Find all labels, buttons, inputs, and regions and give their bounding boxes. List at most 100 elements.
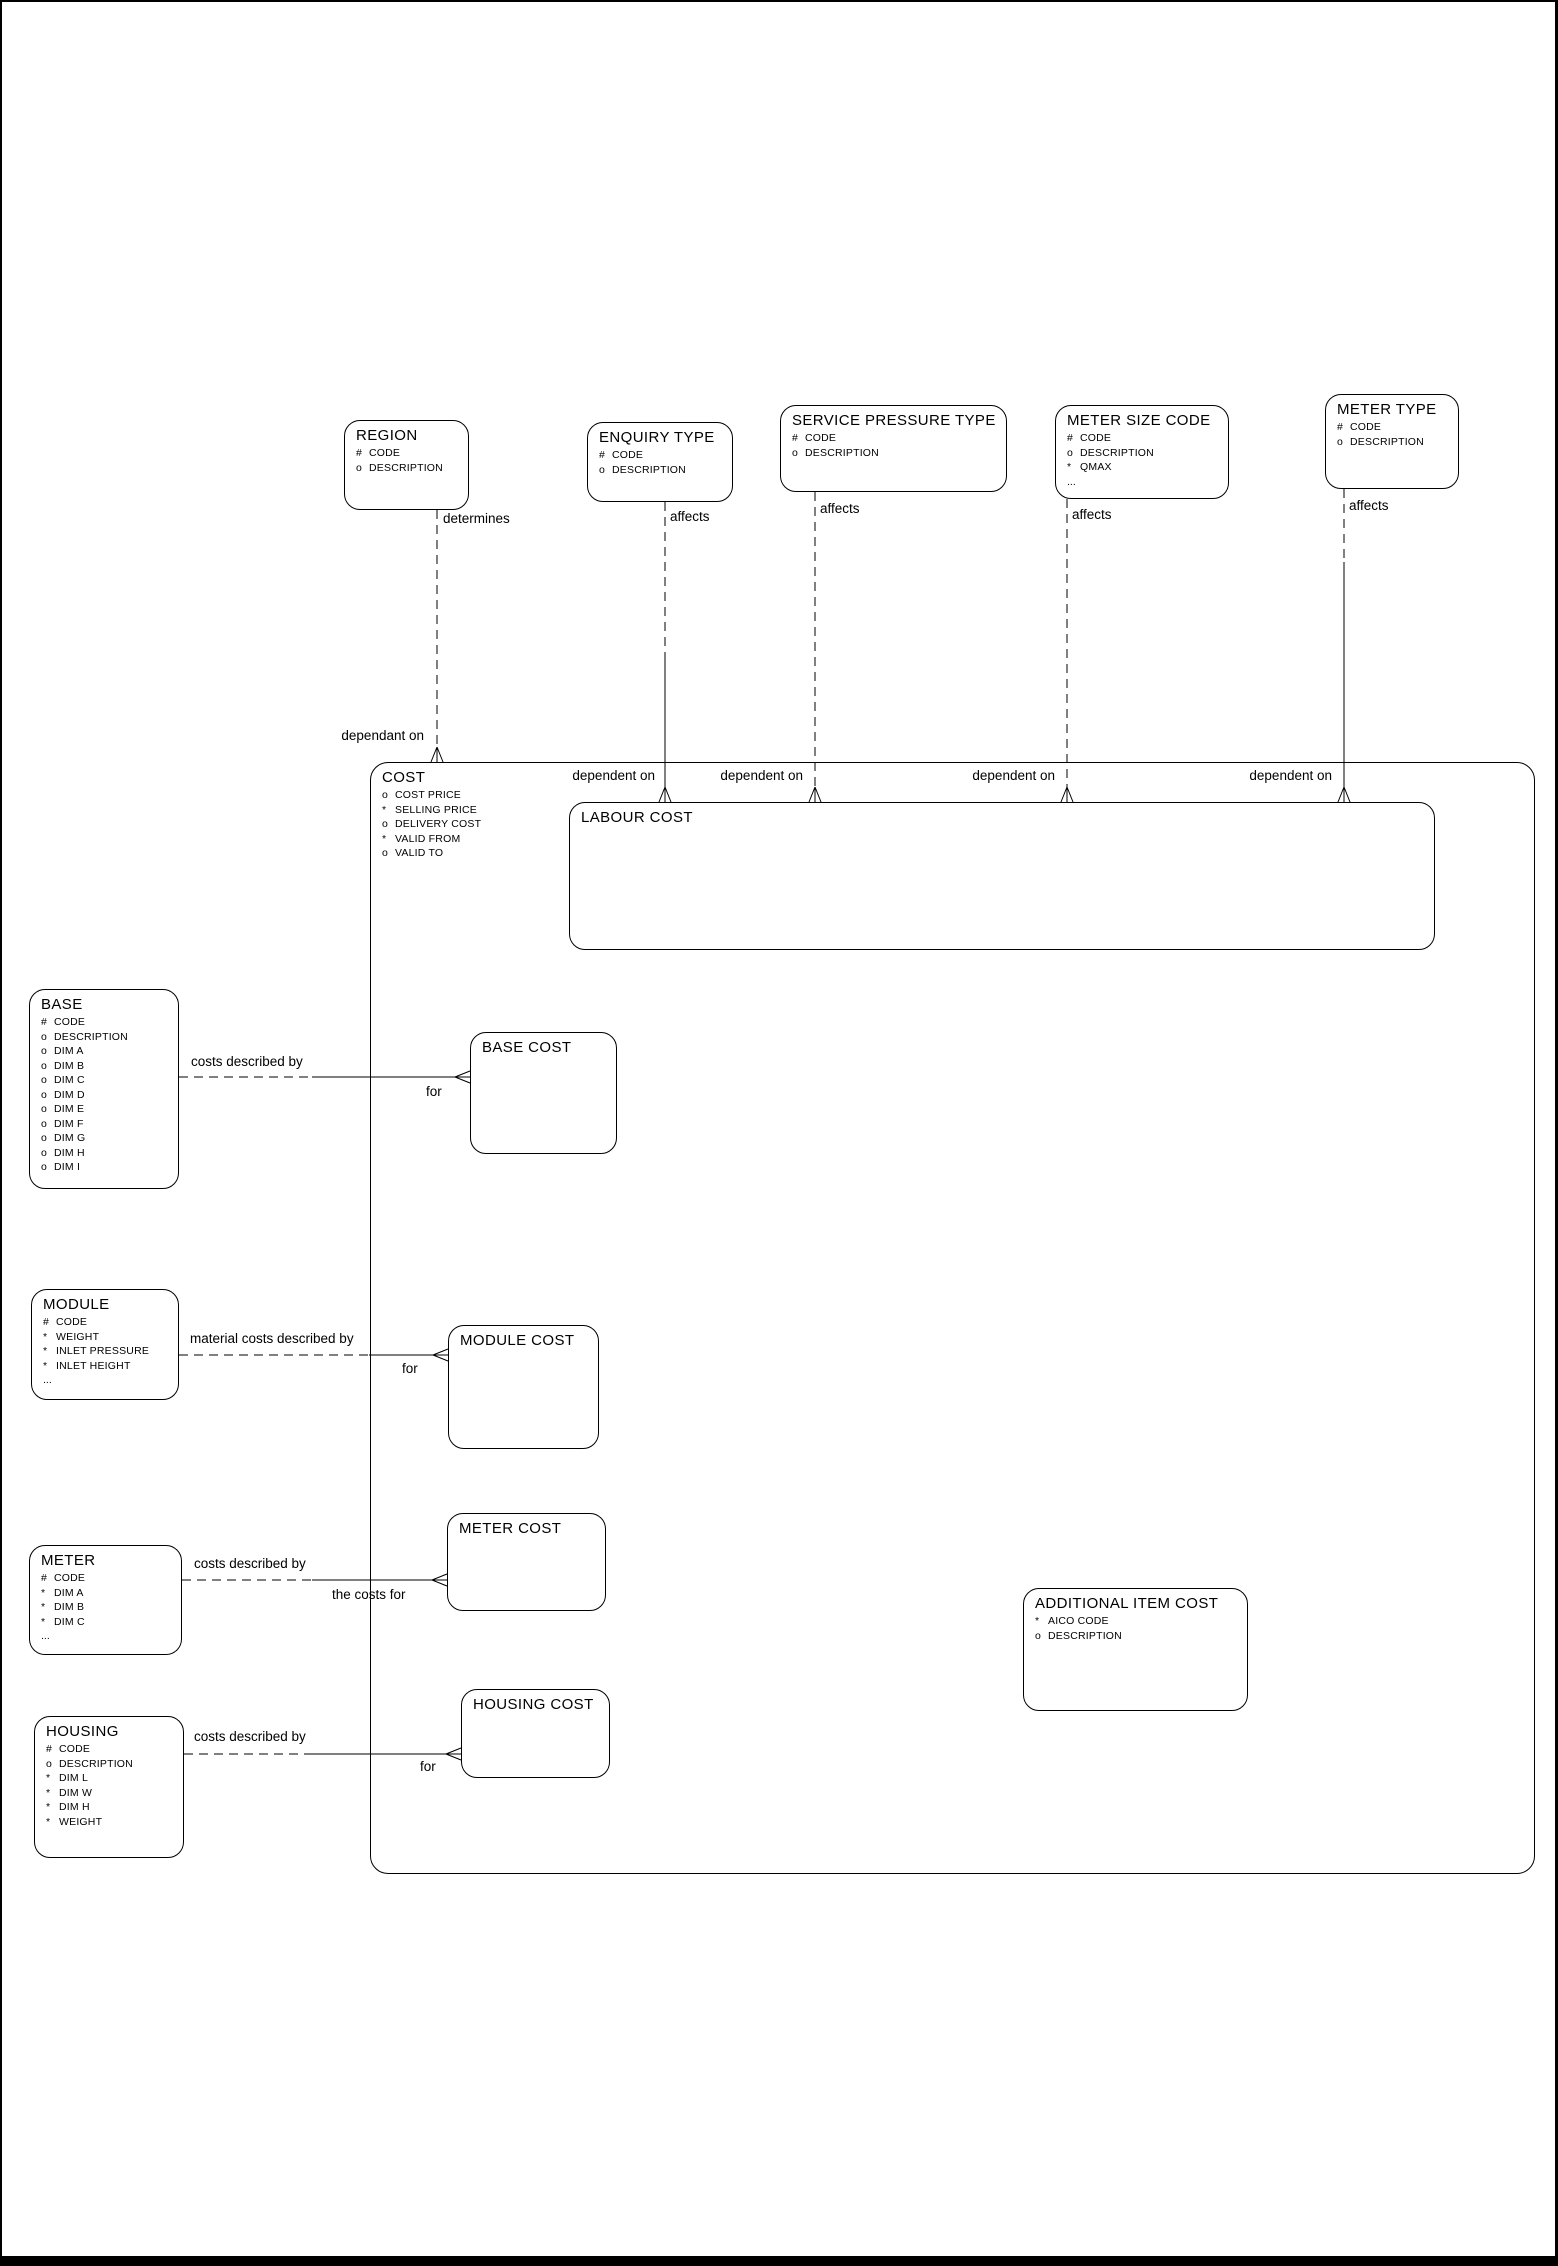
line-region-cost bbox=[430, 510, 444, 763]
attribute-row: #CODE bbox=[356, 447, 401, 459]
attribute-row: *WEIGHT bbox=[46, 1815, 103, 1828]
line-metersize-labour bbox=[1060, 499, 1074, 803]
attribute-row: #CODE bbox=[41, 1572, 86, 1584]
entity-title: COST bbox=[382, 769, 426, 786]
relationship-label-dependent-on-4: dependent on bbox=[1249, 768, 1332, 783]
relationship-label-affects-metertype: affects bbox=[1349, 498, 1389, 513]
entity-title: METER COST bbox=[459, 1520, 562, 1537]
relationship-label-dependent-on-2: dependent on bbox=[720, 768, 803, 783]
line-metertype-labour bbox=[1337, 489, 1351, 803]
relationship-label-affects-service: affects bbox=[820, 501, 860, 516]
entity-module-cost[interactable]: MODULE COST bbox=[448, 1325, 599, 1449]
entity-meter[interactable]: METER #CODE*DIM A*DIM B*DIM C... bbox=[29, 1545, 182, 1655]
entity-title: BASE bbox=[41, 996, 83, 1013]
entity-title: METER TYPE bbox=[1337, 401, 1437, 418]
attribute-row: #CODE bbox=[41, 1016, 86, 1028]
entity-housing-cost[interactable]: HOUSING COST bbox=[461, 1689, 610, 1778]
entity-title: METER SIZE CODE bbox=[1067, 412, 1211, 429]
line-service-labour bbox=[808, 492, 822, 803]
attribute-row: *DIM A bbox=[41, 1586, 84, 1599]
attribute-list: #CODE *DIM A *DIM B *DIM C... bbox=[41, 1571, 171, 1644]
attribute-row: ... bbox=[43, 1374, 52, 1386]
relationship-label-base-to: for bbox=[426, 1084, 442, 1099]
attribute-row: *INLET PRESSURE bbox=[43, 1345, 150, 1357]
entity-title: ADDITIONAL ITEM COST bbox=[1035, 1595, 1219, 1612]
entity-title: HOUSING bbox=[46, 1723, 119, 1740]
attribute-row: *DIM B bbox=[41, 1601, 85, 1613]
entity-module[interactable]: MODULE #CODE *WEIGHT *INLET PRESSURE *INLET… bbox=[31, 1289, 179, 1400]
attribute-row: *SELLING PRICE bbox=[382, 803, 477, 816]
attribute-row: *DIM L bbox=[46, 1772, 89, 1784]
attribute-row: ... bbox=[41, 1630, 50, 1642]
relationship-label-housing-to: for bbox=[420, 1759, 436, 1774]
line-enquiry-labour bbox=[658, 502, 672, 803]
entity-title: BASE COST bbox=[482, 1039, 572, 1056]
relationship-label-meter-to: the costs for bbox=[332, 1587, 406, 1602]
entity-title: MODULE COST bbox=[460, 1332, 575, 1349]
attribute-row: *VALID FROM bbox=[382, 832, 461, 845]
entity-labour-cost[interactable]: LABOUR COST bbox=[569, 802, 1435, 950]
attribute-row: #CODE bbox=[599, 449, 644, 461]
relationship-label-meter-from: costs described by bbox=[194, 1556, 306, 1571]
attribute-row: #CODE bbox=[46, 1743, 91, 1755]
relationship-label-dependent-on-3: dependent on bbox=[972, 768, 1055, 783]
attribute-row: #CODE bbox=[1067, 432, 1112, 444]
entity-title: MODULE bbox=[43, 1296, 110, 1313]
relationship-label-housing-from: costs described by bbox=[194, 1729, 306, 1744]
attribute-row: #CODE bbox=[43, 1316, 88, 1328]
entity-title: ENQUIRY TYPE bbox=[599, 429, 715, 446]
attribute-row: *DIM W bbox=[46, 1786, 93, 1799]
attribute-row: *INLET HEIGHT bbox=[43, 1359, 131, 1372]
attribute-row: #CODE bbox=[792, 432, 837, 444]
relationship-label-affects-enquiry: affects bbox=[670, 509, 710, 524]
attribute-row: ... bbox=[1067, 475, 1076, 488]
attribute-row: *WEIGHT bbox=[43, 1330, 100, 1343]
attribute-row: *QMAX bbox=[1067, 461, 1112, 473]
entity-meter-cost[interactable]: METER COST bbox=[447, 1513, 606, 1611]
attribute-row: *DIM C bbox=[41, 1615, 85, 1628]
relationship-label-dependant-on: dependant on bbox=[341, 728, 424, 743]
entity-title: REGION bbox=[356, 427, 418, 444]
entity-base-cost[interactable]: BASE COST bbox=[470, 1032, 617, 1154]
entity-title: LABOUR COST bbox=[581, 809, 693, 826]
relationship-label-determines: determines bbox=[443, 511, 510, 526]
relationship-label-base-from: costs described by bbox=[191, 1054, 303, 1069]
relationship-label-module-to: for bbox=[402, 1361, 418, 1376]
entity-title: SERVICE PRESSURE TYPE bbox=[792, 412, 996, 429]
attribute-row: *AICO CODE bbox=[1035, 1615, 1109, 1627]
